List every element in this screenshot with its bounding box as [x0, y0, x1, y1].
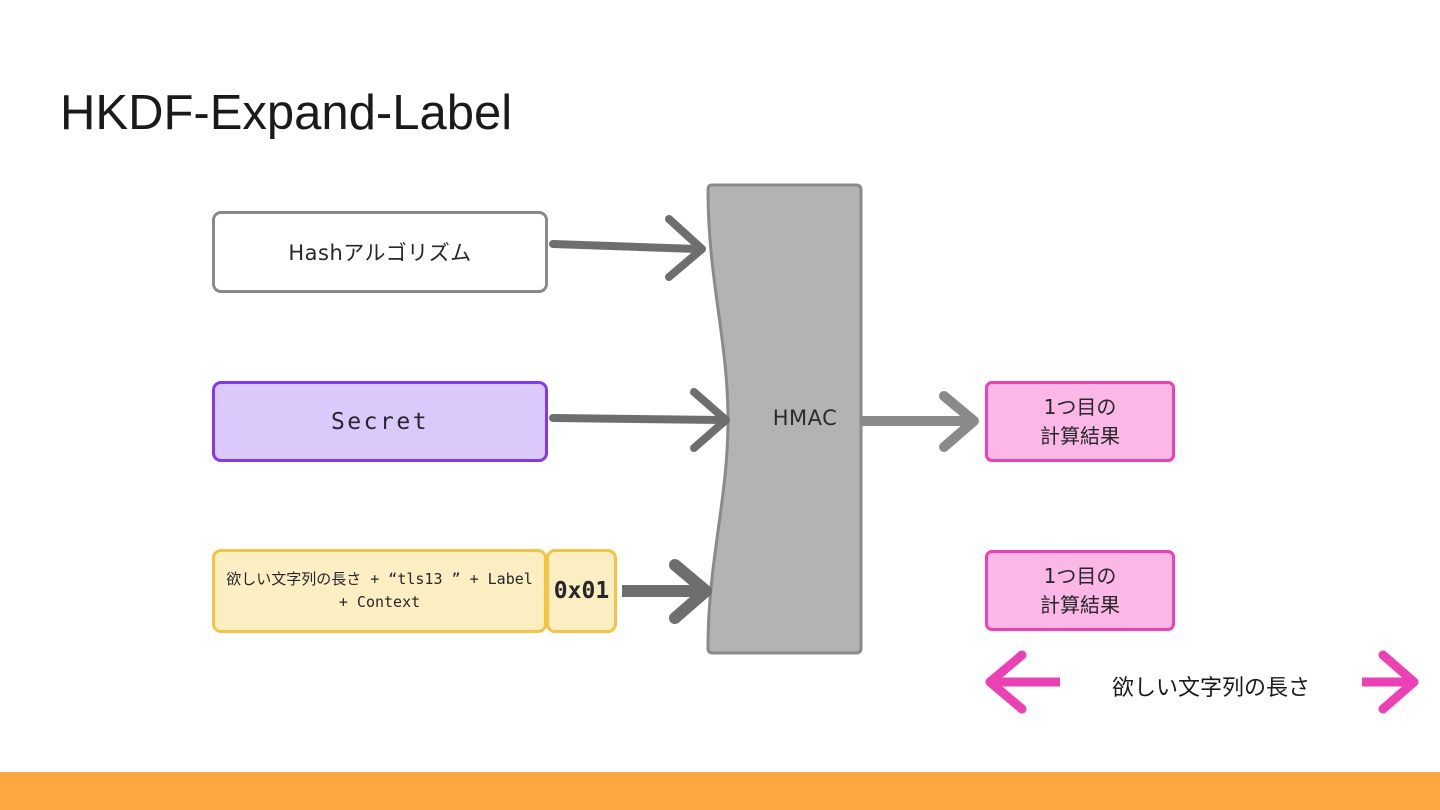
- secret-label: Secret: [330, 408, 430, 435]
- arrow-hmac-to-result-icon: [861, 391, 979, 452]
- result-box-1[interactable]: 1つ目の 計算結果: [985, 381, 1175, 462]
- page-title: HKDF-Expand-Label: [60, 86, 513, 140]
- result-box-2-text: 1つ目の 計算結果: [1040, 562, 1120, 620]
- arrow-hash-to-hmac-icon: [549, 215, 706, 281]
- result-box-2[interactable]: 1つ目の 計算結果: [985, 550, 1175, 631]
- arrow-secret-to-hmac-icon: [549, 388, 730, 452]
- byte-counter-label: 0x01: [553, 578, 610, 604]
- result-box-1-line1: 1つ目の: [1043, 394, 1117, 419]
- hash-algorithm-box[interactable]: Hashアルゴリズム: [212, 211, 548, 293]
- result-box-1-text: 1つ目の 計算結果: [1040, 393, 1120, 451]
- byte-counter-box[interactable]: 0x01: [546, 549, 617, 633]
- result-box-2-line1: 1つ目の: [1043, 563, 1117, 588]
- result-box-1-line2: 計算結果: [1040, 423, 1120, 448]
- label-context-text: 欲しい文字列の長さ + “tls13 ” + Label + Context: [226, 569, 542, 611]
- result-box-2-line2: 計算結果: [1040, 592, 1120, 617]
- label-context-box[interactable]: 欲しい文字列の長さ + “tls13 ” + Label + Context: [212, 549, 547, 633]
- footer-bar: [0, 772, 1440, 810]
- hash-algorithm-label: Hashアルゴリズム: [288, 241, 472, 265]
- hmac-label: HMAC: [772, 406, 838, 430]
- arrow-label-to-hmac-icon: [622, 559, 712, 624]
- measure-label: 欲しい文字列の長さ: [1060, 668, 1362, 704]
- secret-box[interactable]: Secret: [212, 381, 548, 462]
